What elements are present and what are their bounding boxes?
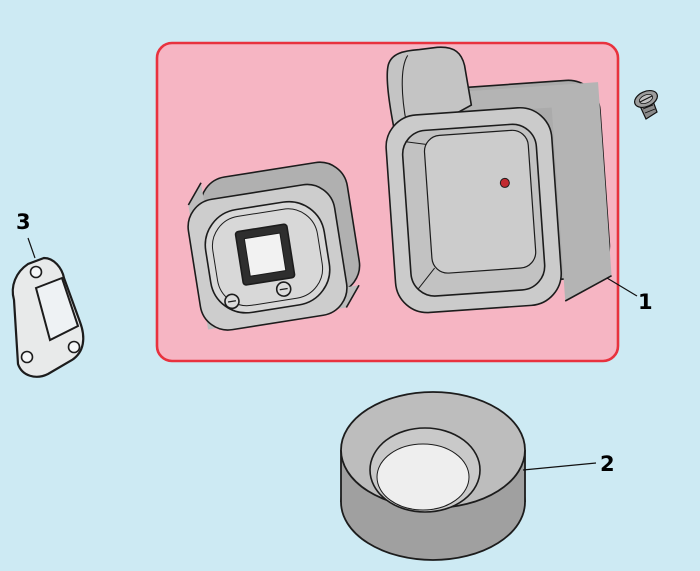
- gasket-center-opening: [34, 276, 80, 342]
- screw-slot: [639, 95, 653, 103]
- cover-boss-seam: [211, 208, 324, 307]
- part-2-filter-element[interactable]: [340, 391, 526, 561]
- screw-thread: [644, 108, 656, 114]
- cover-port-opening: [243, 232, 287, 277]
- leader-line-3: [27, 237, 36, 259]
- gasket-bolt-hole-bottom-left: [20, 350, 34, 364]
- gasket-bolt-hole-top: [29, 265, 43, 279]
- detail-line: [417, 267, 436, 290]
- part-label-3[interactable]: 3: [16, 210, 31, 234]
- housing-thickness: [398, 82, 612, 301]
- screw-thread: [642, 104, 654, 110]
- housing-snorkel: [386, 46, 473, 128]
- leader-line-2: [522, 462, 597, 471]
- detail-line: [564, 275, 612, 302]
- detail-line: [345, 284, 360, 308]
- filter-inner-hole: [376, 443, 470, 511]
- detail-line: [405, 141, 427, 145]
- part-1-cover[interactable]: [181, 158, 367, 334]
- detail-line: [187, 182, 202, 206]
- part-3-gasket[interactable]: [11, 256, 85, 378]
- part-label-1[interactable]: 1: [638, 290, 653, 314]
- detail-line: [279, 287, 288, 291]
- screw-icon: [634, 89, 658, 120]
- snorkel-seam: [401, 55, 409, 124]
- gasket-bolt-hole-right: [67, 340, 81, 354]
- part-label-2[interactable]: 2: [600, 452, 615, 476]
- housing-back-wall: [423, 129, 537, 274]
- part-1-housing[interactable]: [379, 36, 613, 314]
- leader-line-1: [606, 277, 638, 297]
- housing-logo-dot: [499, 177, 510, 188]
- detail-line: [227, 300, 237, 303]
